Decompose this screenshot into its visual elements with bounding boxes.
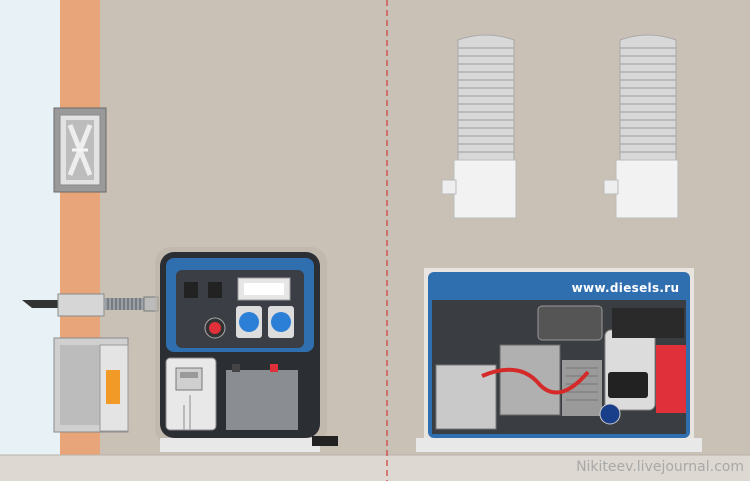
enclosed-generator-icon xyxy=(416,268,702,452)
wall-vent-lower-icon xyxy=(53,337,129,433)
wall-vent-icon xyxy=(53,107,107,193)
ventilation-duct-icon xyxy=(441,34,679,219)
floor xyxy=(0,455,750,481)
enclosure-brand-label: www.diesels.ru xyxy=(571,281,680,295)
credit-watermark: Nikiteev.livejournal.com xyxy=(576,459,744,475)
portable-generator-icon xyxy=(155,247,338,452)
exterior-area xyxy=(0,0,60,455)
exhaust-pipe-icon xyxy=(22,293,159,317)
